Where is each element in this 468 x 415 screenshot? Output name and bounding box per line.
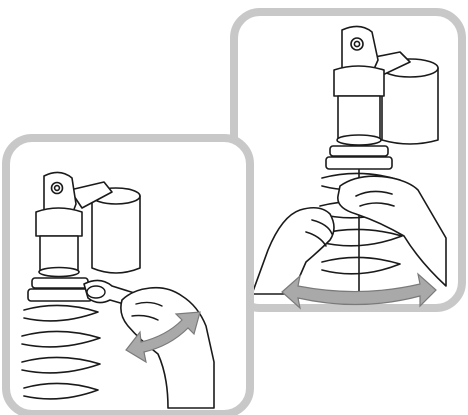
body-ring xyxy=(337,135,381,145)
shock-body-head xyxy=(36,208,82,236)
preload-collar-lower xyxy=(28,289,92,301)
shock-body xyxy=(40,236,78,272)
panel-1 xyxy=(6,138,250,414)
shock-body-head xyxy=(334,66,384,96)
reservoir-canister xyxy=(92,196,140,273)
body-ring xyxy=(39,268,79,277)
preload-collar-upper xyxy=(330,146,388,156)
reservoir-canister xyxy=(382,68,438,144)
shock-body xyxy=(338,96,380,140)
preload-collar-upper xyxy=(32,278,88,288)
mount-bolt-inner xyxy=(55,186,60,191)
panel-2 xyxy=(234,12,462,308)
mount-bolt-inner xyxy=(354,41,359,46)
preload-collar-lower xyxy=(326,157,392,169)
